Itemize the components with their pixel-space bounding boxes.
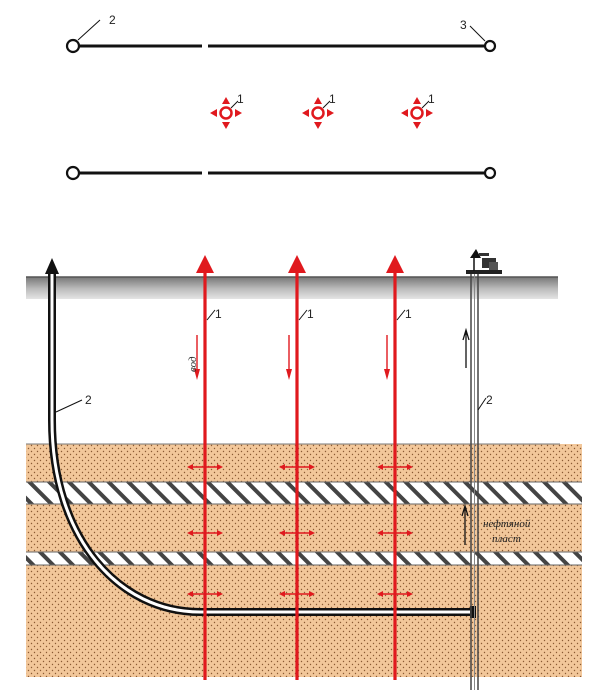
lateral-flow-arrows bbox=[279, 530, 315, 536]
radial-flow-arrow bbox=[235, 109, 242, 117]
injection-well-3: 1 bbox=[377, 255, 413, 680]
lateral-flow-arrows bbox=[377, 464, 413, 470]
injection-well-icon bbox=[410, 106, 424, 120]
radial-flow-arrow bbox=[222, 122, 230, 129]
layer-shale-1 bbox=[26, 482, 582, 504]
leader-3-plan bbox=[469, 25, 486, 42]
label-1-section: 1 bbox=[307, 307, 314, 321]
lateral-flow-arrows bbox=[279, 591, 315, 597]
plan-view: 2 3 1 1 1 bbox=[65, 13, 497, 181]
oil-formation-label-line2: пласт bbox=[492, 533, 521, 545]
injection-well-icon bbox=[311, 106, 325, 120]
plan-well-top-toe bbox=[483, 39, 497, 53]
injection-down-arrowhead bbox=[194, 369, 200, 380]
injection-well-head-arrow bbox=[288, 255, 306, 273]
oil-formation-label-line1: нефтяной bbox=[483, 518, 531, 530]
label-2-plan: 2 bbox=[109, 13, 116, 27]
layer-shale-2 bbox=[26, 552, 582, 565]
radial-flow-arrow bbox=[413, 97, 421, 104]
horizontal-well-toe bbox=[470, 606, 476, 618]
label-1-plan: 1 bbox=[428, 92, 435, 106]
label-1-plan: 1 bbox=[329, 92, 336, 106]
radial-flow-arrow bbox=[302, 109, 309, 117]
leader-2-section-left bbox=[55, 399, 83, 413]
lateral-flow-arrows bbox=[279, 464, 315, 470]
radial-flow-arrow bbox=[426, 109, 433, 117]
plan-injection-well-1: 1 bbox=[210, 92, 244, 129]
plan-well-top-heel bbox=[65, 38, 81, 54]
leader-1-section bbox=[206, 309, 216, 321]
injection-well-icon bbox=[219, 106, 233, 120]
injection-well-2: 1 bbox=[279, 255, 315, 680]
plan-well-bottom-heel bbox=[65, 165, 81, 181]
radial-flow-arrow bbox=[413, 122, 421, 129]
injection-well-head-arrow bbox=[386, 255, 404, 273]
horizontal-well-bore bbox=[50, 274, 471, 614]
label-1-plan: 1 bbox=[237, 92, 244, 106]
injection-well-1: 1 bbox=[187, 255, 223, 680]
leader-1-plan bbox=[230, 100, 239, 109]
ground-surface bbox=[26, 277, 558, 299]
producer-up-arrow-1 bbox=[462, 327, 470, 368]
pumpjack-icon bbox=[466, 249, 502, 274]
label-3-plan: 3 bbox=[460, 18, 467, 32]
horizontal-well-head bbox=[45, 258, 59, 274]
radial-flow-arrow bbox=[327, 109, 334, 117]
radial-flow-arrow bbox=[222, 97, 230, 104]
leader-1-section bbox=[298, 309, 308, 321]
leader-1-plan bbox=[322, 100, 331, 109]
plan-well-bottom-toe bbox=[483, 166, 497, 180]
plan-injection-well-2: 1 bbox=[302, 92, 336, 129]
cross-section: 2 2 нефтяной пласт 1 1 1 вод bbox=[26, 249, 582, 690]
leader-1-section bbox=[396, 309, 406, 321]
lateral-flow-arrows bbox=[187, 591, 223, 597]
injection-down-arrowhead bbox=[286, 369, 292, 380]
injection-down-arrowhead bbox=[384, 369, 390, 380]
layer-sand-2-oil bbox=[26, 504, 582, 552]
leader-1-plan bbox=[421, 100, 430, 109]
injection-water-label: вод bbox=[187, 356, 199, 372]
lateral-flow-arrows bbox=[377, 530, 413, 536]
radial-flow-arrow bbox=[314, 122, 322, 129]
injection-well-head-arrow bbox=[196, 255, 214, 273]
radial-flow-arrow bbox=[210, 109, 217, 117]
layer-sand-3 bbox=[26, 565, 582, 677]
producer-up-arrow-2 bbox=[461, 503, 469, 545]
label-1-section: 1 bbox=[215, 307, 222, 321]
lateral-flow-arrows bbox=[187, 530, 223, 536]
plan-injection-well-3: 1 bbox=[401, 92, 435, 129]
leader-2-plan bbox=[77, 19, 101, 41]
radial-flow-arrow bbox=[314, 97, 322, 104]
lateral-flow-arrows bbox=[187, 464, 223, 470]
layer-sand-1 bbox=[26, 444, 582, 482]
label-2-section-left: 2 bbox=[85, 393, 92, 407]
leader-2-section-right bbox=[477, 397, 487, 411]
radial-flow-arrow bbox=[401, 109, 408, 117]
lateral-flow-arrows bbox=[377, 591, 413, 597]
label-1-section: 1 bbox=[405, 307, 412, 321]
label-2-section-right: 2 bbox=[486, 393, 493, 407]
